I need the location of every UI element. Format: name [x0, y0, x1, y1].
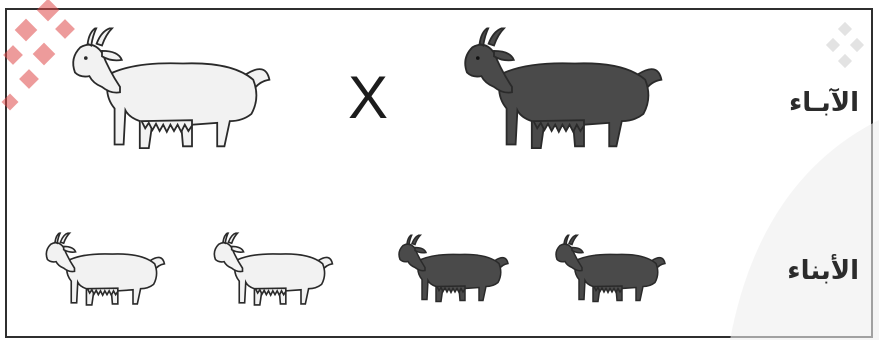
offspring-black-goat-icon: [395, 230, 515, 314]
offspring-row-label: الأبناء: [787, 256, 859, 286]
parent-white-goat-icon: [66, 20, 282, 170]
cross-symbol: X: [348, 68, 388, 128]
parent-black-goat-icon: [458, 20, 674, 170]
offspring-white-goat-icon: [210, 228, 340, 318]
offspring-white-goat-icon: [42, 228, 172, 318]
offspring-black-goat-icon: [552, 230, 672, 314]
parents-row-label: الآبـاء: [789, 88, 859, 118]
